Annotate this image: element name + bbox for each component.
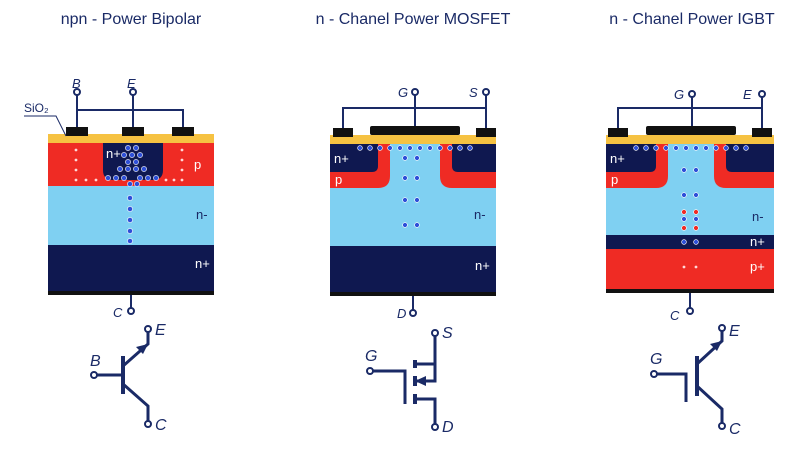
bipolar-symbol-base-label: B xyxy=(90,353,101,370)
igbt-drift-region-label: n- xyxy=(752,209,764,224)
bipolar-emitter-contact xyxy=(122,127,144,136)
bipolar-oxide-leader xyxy=(24,115,67,137)
igbt-symbol-emitter-label: E xyxy=(729,323,740,340)
mosfet-source-contact-right xyxy=(476,128,496,137)
mosfet-source-contact-left xyxy=(333,128,353,137)
bipolar-collector-terminal-node xyxy=(127,307,135,315)
bipolar-base-label: B xyxy=(72,76,81,91)
bipolar-symbol xyxy=(96,332,150,421)
igbt-oxide xyxy=(606,135,774,144)
mosfet-back-metal xyxy=(330,292,496,296)
igbt-symbol-collector-label: C xyxy=(729,421,741,438)
igbt-left-n-plus xyxy=(606,144,656,172)
bipolar-emitter-label: E xyxy=(127,76,136,91)
igbt-buffer-region-label: n+ xyxy=(750,234,765,249)
mosfet-symbol-drain-node xyxy=(431,423,439,431)
bipolar-base-contact-right xyxy=(172,127,194,136)
mosfet-body-region-label: p xyxy=(335,172,342,187)
bipolar-collector-label: C xyxy=(113,305,123,320)
bipolar-symbol-emitter-node xyxy=(144,325,152,333)
igbt-emitter-label: E xyxy=(743,87,752,102)
bipolar-substrate-region-label: n+ xyxy=(195,256,210,271)
igbt-emitter-terminal-node xyxy=(758,90,766,98)
bipolar-base-wire xyxy=(76,94,184,127)
igbt-collector-label: C xyxy=(670,308,680,323)
bipolar-base-region-label: p xyxy=(194,157,201,172)
bipolar-drift-region-label: n- xyxy=(196,207,208,222)
mosfet-gate-electrode xyxy=(370,126,460,135)
bipolar-drift-n-minus xyxy=(48,186,214,245)
bipolar-symbol-collector-label: C xyxy=(155,417,167,434)
igbt-symbol xyxy=(656,331,724,423)
igbt-symbol-emitter-node xyxy=(718,324,726,332)
mosfet-drain-terminal-node xyxy=(409,309,417,317)
igbt-injected-holes xyxy=(682,265,698,269)
igbt-title: n - Chanel Power IGBT xyxy=(609,11,775,28)
igbt-gate-terminal-node xyxy=(688,90,696,98)
bipolar-holes xyxy=(74,148,184,182)
mosfet-symbol-source-label: S xyxy=(442,325,453,342)
mosfet-drift-region-label: n- xyxy=(474,207,486,222)
igbt-symbol-gate-label: G xyxy=(650,351,662,368)
mosfet-substrate-n-plus xyxy=(330,246,496,292)
igbt-emitter-wire xyxy=(617,96,763,128)
bipolar-emitter-terminal-node xyxy=(129,88,137,96)
igbt-back-metal xyxy=(606,289,774,293)
mosfet-source-terminal-node xyxy=(482,88,490,96)
bipolar-symbol-emitter-label: E xyxy=(155,322,166,339)
bipolar-cross-section: B E C SiO₂ n+ p n- n+ xyxy=(24,76,214,320)
bipolar-electrons xyxy=(105,145,159,244)
igbt-collector-terminal-node xyxy=(686,307,694,315)
igbt-symbol-collector-node xyxy=(718,422,726,430)
mosfet-left-n-plus xyxy=(330,144,378,172)
igbt-collector-p-plus xyxy=(606,249,774,289)
mosfet-symbol-source-node xyxy=(431,329,439,337)
bipolar-back-metal xyxy=(48,291,214,295)
igbt-right-n-plus xyxy=(726,144,774,172)
igbt-gate-electrode xyxy=(646,126,736,135)
igbt-cross-section: G E C n+ p n- n+ p+ xyxy=(606,87,774,323)
mosfet-symbol-gate-node xyxy=(366,367,374,375)
bipolar-title: npn - Power Bipolar xyxy=(61,11,202,28)
bipolar-emitter-region-label: n+ xyxy=(106,146,121,161)
mosfet-gate-label: G xyxy=(398,85,408,100)
mosfet-symbol xyxy=(372,336,437,424)
mosfet-right-n-plus xyxy=(452,144,496,172)
mosfet-symbol-drain-label: D xyxy=(442,419,454,436)
mosfet-source-label: S xyxy=(469,85,478,100)
bipolar-symbol-collector-node xyxy=(144,420,152,428)
igbt-symbol-gate-node xyxy=(650,370,658,378)
igbt-emitter-contact-right xyxy=(752,128,772,137)
igbt-collector-region-label: p+ xyxy=(750,259,765,274)
bipolar-oxide-label: SiO₂ xyxy=(24,101,49,115)
bipolar-base-terminal-node xyxy=(73,88,81,96)
mosfet-symbol-gate-label: G xyxy=(365,348,377,365)
bipolar-base-contact-left xyxy=(66,127,88,136)
igbt-body-region-label: p xyxy=(611,172,618,187)
igbt-gate-label: G xyxy=(674,87,684,102)
mosfet-substrate-region-label: n+ xyxy=(475,258,490,273)
mosfet-title: n - Chanel Power MOSFET xyxy=(316,11,511,28)
igbt-holes xyxy=(681,209,699,231)
mosfet-drain-label: D xyxy=(397,306,406,321)
igbt-buffer-n-plus xyxy=(606,235,774,249)
mosfet-source-region-label: n+ xyxy=(334,151,349,166)
igbt-emitter-region-label: n+ xyxy=(610,151,625,166)
mosfet-gate-terminal-node xyxy=(411,88,419,96)
bipolar-symbol-base-node xyxy=(90,371,98,379)
bipolar-substrate-n-plus xyxy=(48,245,214,291)
mosfet-cross-section: G S D n+ p n- n+ xyxy=(330,85,496,321)
igbt-emitter-contact-left xyxy=(608,128,628,137)
bipolar-oxide xyxy=(48,134,214,143)
igbt-electrons xyxy=(633,145,749,245)
mosfet-oxide xyxy=(330,135,496,144)
mosfet-electrons xyxy=(357,145,473,228)
